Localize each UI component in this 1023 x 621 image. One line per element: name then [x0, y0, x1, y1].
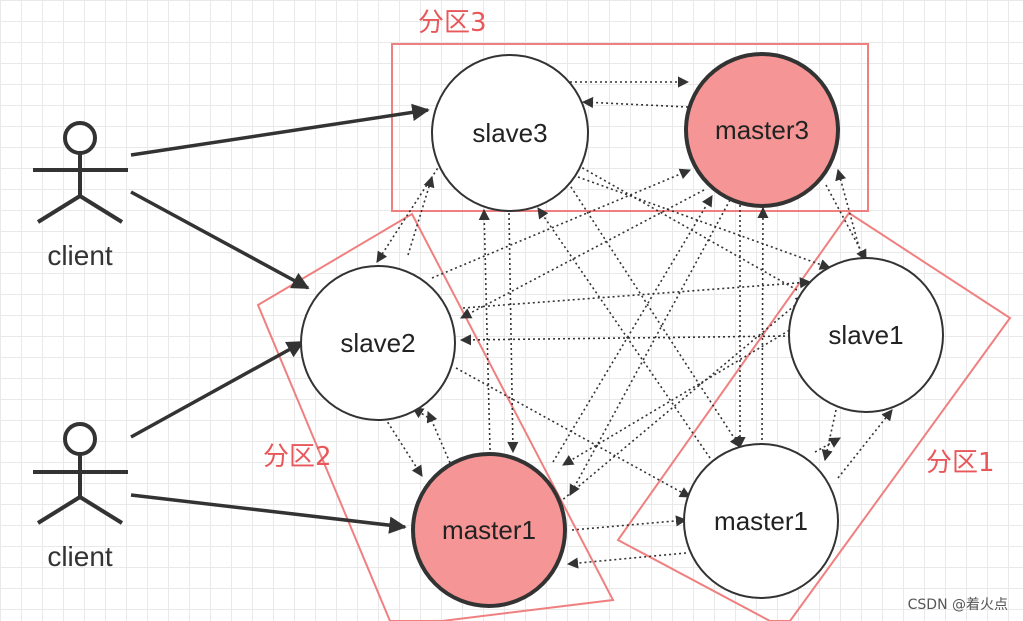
- client-connections: [130, 103, 430, 534]
- link: [571, 515, 688, 531]
- node-label: slave3: [472, 118, 547, 148]
- node-label: master1: [442, 515, 536, 545]
- link: [569, 199, 731, 496]
- link: [460, 189, 705, 319]
- node-label: master1: [714, 506, 808, 536]
- node-master3: master3: [684, 52, 840, 208]
- client-arrow: [130, 493, 407, 534]
- link: [478, 208, 491, 451]
- partition-1-label: 分区1: [926, 448, 995, 478]
- partition-3-label: 分区3: [418, 8, 487, 38]
- node-master1-partition2: master1: [411, 452, 567, 608]
- node-label: slave1: [828, 320, 903, 350]
- client-label: client: [47, 240, 113, 271]
- partition-3-box: [391, 43, 869, 212]
- link: [547, 295, 807, 513]
- node-slave2: slave2: [300, 265, 456, 421]
- client-top: client: [33, 121, 128, 271]
- node-slave3: slave3: [431, 54, 589, 212]
- partition-2-label: 分区2: [263, 442, 332, 472]
- link: [562, 314, 816, 466]
- link: [384, 417, 423, 477]
- link: [559, 169, 741, 448]
- link: [835, 168, 863, 259]
- cluster-links: [376, 76, 893, 569]
- link: [507, 212, 519, 454]
- client-arrow: [130, 103, 430, 157]
- node-master1-partition1: master1: [683, 443, 839, 599]
- link: [376, 159, 444, 263]
- client-arrow: [130, 190, 310, 290]
- client-arrow: [130, 340, 305, 439]
- link: [566, 552, 687, 569]
- link: [821, 409, 837, 462]
- link: [552, 195, 713, 463]
- link: [426, 410, 455, 473]
- person-icon: [33, 422, 128, 525]
- link: [431, 168, 692, 279]
- person-icon: [33, 121, 128, 224]
- link: [581, 96, 689, 109]
- node-slave1: slave1: [788, 257, 944, 413]
- link: [837, 409, 893, 479]
- link: [537, 207, 711, 459]
- node-label: slave2: [340, 328, 415, 358]
- watermark: CSDN @着火点: [908, 597, 1008, 613]
- partition-2-box: [256, 212, 615, 621]
- link: [825, 184, 867, 261]
- link: [407, 175, 435, 256]
- node-label: master3: [715, 115, 809, 145]
- link: [462, 277, 812, 309]
- link: [412, 407, 433, 421]
- client-bottom: client: [33, 422, 128, 572]
- client-label: client: [47, 541, 113, 572]
- partition-1-box: [616, 211, 1012, 621]
- link: [757, 206, 769, 446]
